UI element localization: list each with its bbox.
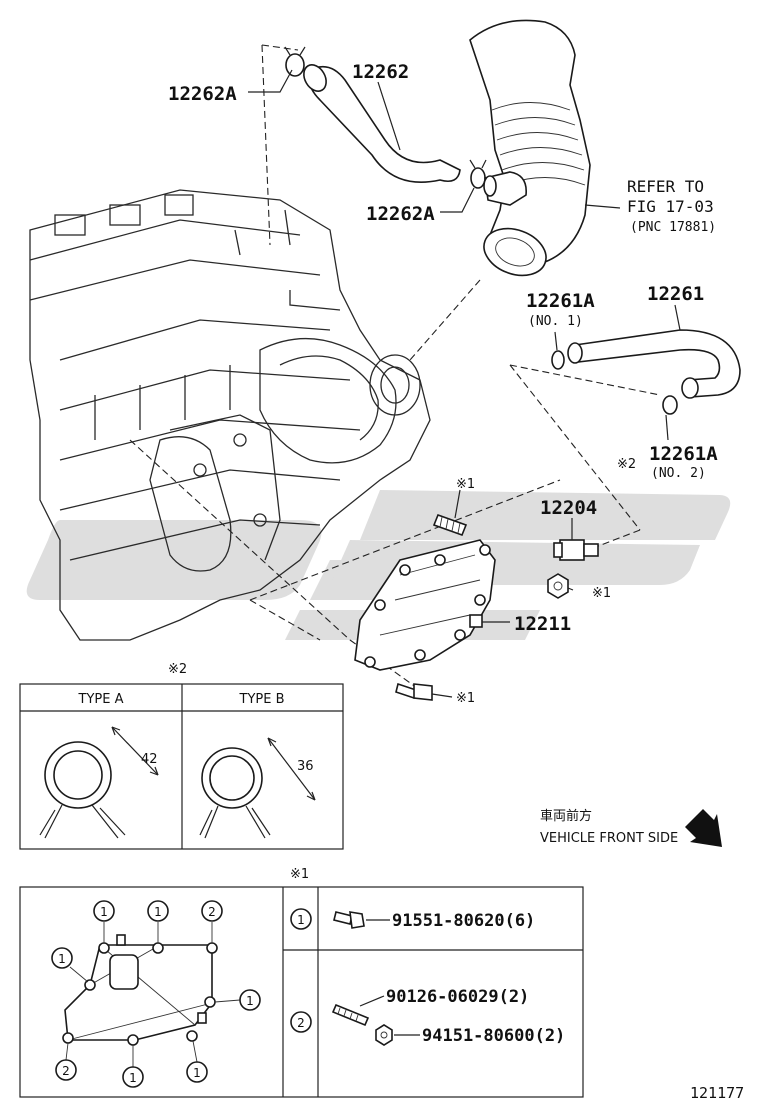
label-12261a-no1-sub: (NO. 1) xyxy=(528,314,583,329)
engine-illustration xyxy=(29,189,431,641)
direction-english: VEHICLE FRONT SIDE xyxy=(540,831,678,846)
label-12262a-mid: 12262A xyxy=(366,203,435,225)
hole-marker: 1 xyxy=(186,1061,208,1083)
hole-marker: 1 xyxy=(122,1066,144,1088)
valve-12204[interactable] xyxy=(553,539,599,561)
clamp-table-note-mark: ※2 xyxy=(168,662,187,677)
clamp-12261a-no2[interactable] xyxy=(662,395,678,415)
part-number-94151-80600: 94151-80600(2) xyxy=(422,1026,565,1046)
svg-text:1: 1 xyxy=(100,905,108,919)
hole-marker: 1 xyxy=(147,900,169,922)
front-arrow-icon xyxy=(685,809,722,847)
svg-text:1: 1 xyxy=(193,1066,201,1080)
type-b-title: TYPE B xyxy=(239,692,285,707)
label-12261a-no2: 12261A xyxy=(649,443,718,465)
nut[interactable] xyxy=(547,573,569,599)
hose-12261[interactable] xyxy=(567,329,741,399)
stud-bolt[interactable] xyxy=(432,513,468,537)
label-12261a-no1: 12261A xyxy=(526,290,595,312)
svg-text:1: 1 xyxy=(129,1071,137,1085)
note2-mark: ※2 xyxy=(617,457,636,472)
part-number-90126-06029: 90126-06029(2) xyxy=(386,987,529,1007)
leader-lines xyxy=(248,69,681,698)
note1-mark-nut: ※1 xyxy=(592,586,611,601)
label-12262a-top: 12262A xyxy=(168,83,237,105)
svg-text:1: 1 xyxy=(58,952,66,966)
fastener-table-note-mark: ※1 xyxy=(290,867,309,882)
intake-hose xyxy=(469,19,591,277)
type-a-clamp: 42 xyxy=(39,726,159,839)
vehicle-front-indicator: 車両前方 VEHICLE FRONT SIDE xyxy=(540,808,722,847)
figure-number: 121177 xyxy=(690,1084,744,1102)
refer-line-2: FIG 17-03 xyxy=(627,197,714,216)
type-b-clamp: 36 xyxy=(199,737,316,839)
direction-japanese: 車両前方 xyxy=(540,808,592,824)
svg-text:2: 2 xyxy=(208,905,216,919)
clamp-type-table: ※2 TYPE A TYPE B 42 36 xyxy=(19,662,344,850)
type-b-dimension: 36 xyxy=(297,759,314,774)
bolt[interactable] xyxy=(395,682,433,701)
label-12262: 12262 xyxy=(352,61,409,83)
hole-marker: 1 xyxy=(51,947,73,969)
hole-marker: 1 xyxy=(93,900,115,922)
svg-text:1: 1 xyxy=(154,905,162,919)
hole-marker: 2 xyxy=(201,900,223,922)
refer-line-1: REFER TO xyxy=(627,177,704,196)
label-12211: 12211 xyxy=(514,613,571,635)
part-number-91551-80620: 91551-80620(6) xyxy=(392,911,535,931)
nut-icon xyxy=(375,1024,393,1046)
fastener-row-1: 1 91551-80620(6) xyxy=(290,908,535,931)
clamp-12261a-no1[interactable] xyxy=(551,350,565,370)
type-a-dimension: 42 xyxy=(141,752,158,767)
bolt-icon xyxy=(333,911,365,929)
label-12261a-no2-sub: (NO. 2) xyxy=(651,466,706,481)
row-1-index: 1 xyxy=(297,913,305,927)
row-2-index: 2 xyxy=(297,1016,305,1030)
svg-text:2: 2 xyxy=(62,1064,70,1078)
label-12261: 12261 xyxy=(647,283,704,305)
hole-marker: 2 xyxy=(55,1059,77,1081)
case-12211[interactable] xyxy=(354,539,496,671)
hose-12262[interactable] xyxy=(299,61,461,183)
guide-lines xyxy=(129,44,661,691)
hole-markers: 1 1 2 1 1 1 2 1 1 1 xyxy=(51,900,261,1088)
svg-text:1: 1 xyxy=(246,994,254,1008)
clamp-12262a-top[interactable] xyxy=(284,46,306,77)
label-12204: 12204 xyxy=(540,497,597,519)
note1-mark-stud: ※1 xyxy=(456,477,475,492)
hole-marker: 1 xyxy=(239,989,261,1011)
stud-icon xyxy=(331,1003,370,1027)
note1-mark-bolt: ※1 xyxy=(456,691,475,706)
refer-line-3: (PNC 17881) xyxy=(630,220,716,235)
type-a-title: TYPE A xyxy=(78,692,124,707)
case-outline-small xyxy=(62,934,218,1046)
fastener-row-2: 2 90126-06029(2) 94151-80600(2) xyxy=(290,987,565,1046)
fastener-table: ※1 1 1 2 1 1 1 2 xyxy=(19,867,584,1098)
